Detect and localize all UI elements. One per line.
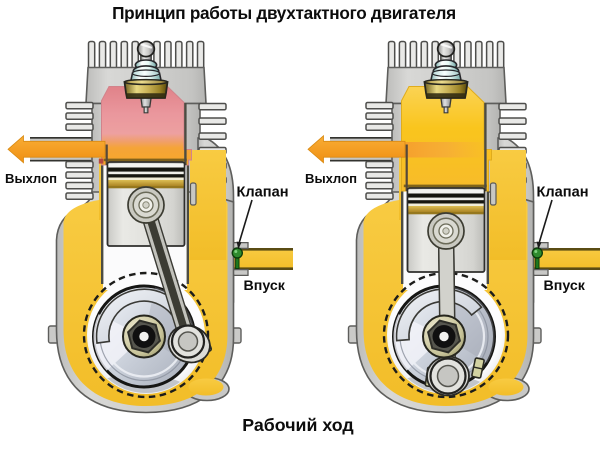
svg-text:Клапан: Клапан — [537, 184, 589, 200]
svg-text:Впуск: Впуск — [544, 278, 586, 294]
svg-text:Впуск: Впуск — [244, 278, 286, 294]
svg-text:Выхлоп: Выхлоп — [305, 171, 357, 186]
svg-text:Принцип работы двухтактного дв: Принцип работы двухтактного двигателя — [112, 3, 456, 23]
svg-text:Клапан: Клапан — [237, 184, 289, 200]
svg-text:Рабочий ход: Рабочий ход — [242, 415, 353, 435]
svg-text:Выхлоп: Выхлоп — [5, 171, 57, 186]
